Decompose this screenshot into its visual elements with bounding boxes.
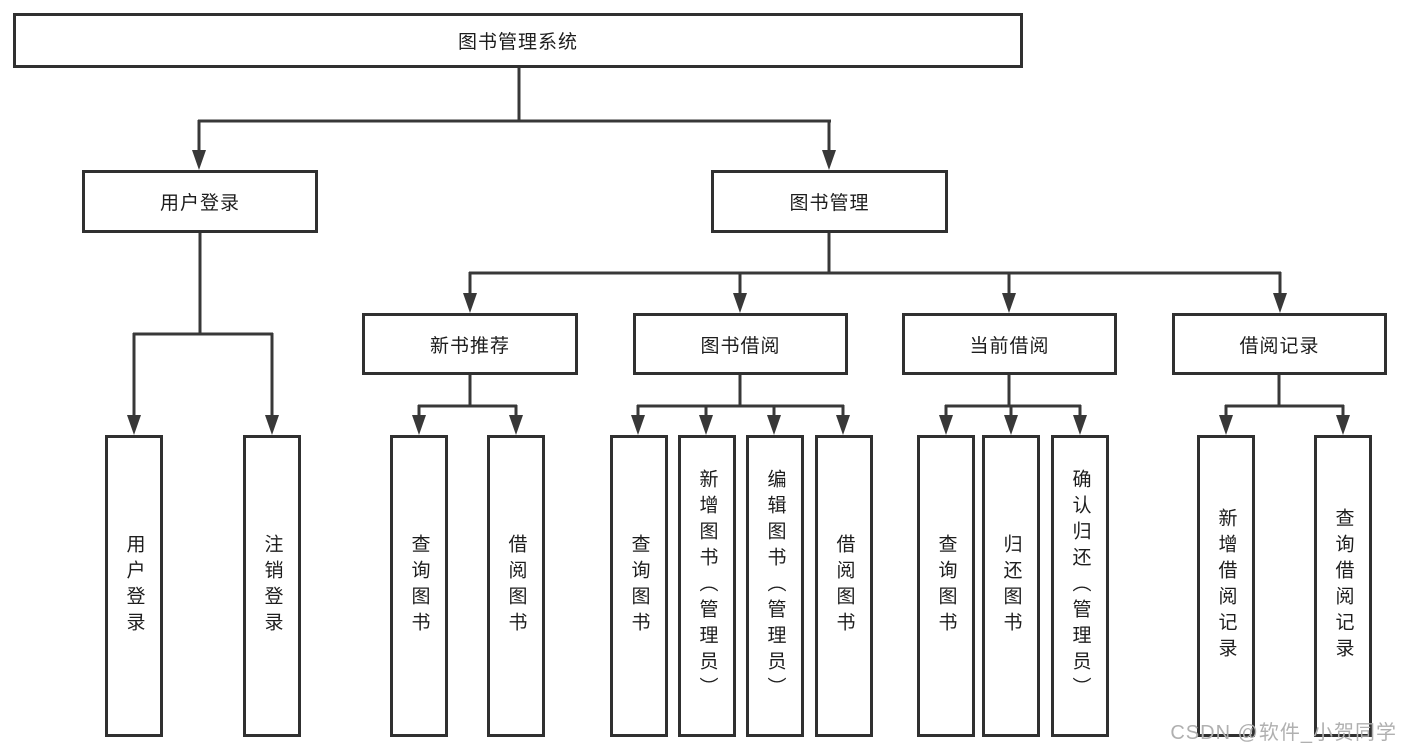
- leaf-user-login: 用户登录: [105, 435, 163, 737]
- leaf-borrow-books-1: 借阅图书: [487, 435, 545, 737]
- leaf-logout: 注销登录: [243, 435, 301, 737]
- leaf-confirm-return-admin-label: 确认归还（管理员）: [1069, 469, 1091, 703]
- leaf-query-books-2: 查询图书: [610, 435, 668, 737]
- leaf-query-books-3: 查询图书: [917, 435, 975, 737]
- leaf-borrow-books-2-label: 借阅图书: [833, 534, 855, 638]
- leaf-user-login-label: 用户登录: [123, 534, 145, 638]
- node-book-management: 图书管理: [711, 170, 948, 233]
- leaf-return-books-label: 归还图书: [1000, 534, 1022, 638]
- node-book-borrow-label: 图书借阅: [700, 335, 781, 357]
- leaf-add-borrow-record: 新增借阅记录: [1197, 435, 1255, 737]
- leaf-query-books-3-label: 查询图书: [935, 534, 957, 638]
- leaf-add-book-admin-label: 新增图书（管理员）: [696, 469, 718, 703]
- node-root-label: 图书管理系统: [457, 32, 578, 53]
- node-current-borrow-label: 当前借阅: [969, 335, 1050, 357]
- leaf-add-book-admin: 新增图书（管理员）: [678, 435, 736, 737]
- leaf-edit-book-admin-label: 编辑图书（管理员）: [764, 469, 786, 703]
- node-root: 图书管理系统: [13, 13, 1023, 68]
- node-book-management-label: 图书管理: [789, 193, 870, 214]
- leaf-logout-label: 注销登录: [261, 534, 283, 638]
- leaf-query-books-2-label: 查询图书: [628, 534, 650, 638]
- node-new-book-recommend: 新书推荐: [362, 313, 578, 375]
- leaf-edit-book-admin: 编辑图书（管理员）: [746, 435, 804, 737]
- leaf-query-books-1-label: 查询图书: [408, 534, 430, 638]
- node-book-borrow: 图书借阅: [633, 313, 848, 375]
- leaf-borrow-books-2: 借阅图书: [815, 435, 873, 737]
- leaf-confirm-return-admin: 确认归还（管理员）: [1051, 435, 1109, 737]
- leaf-query-books-1: 查询图书: [390, 435, 448, 737]
- csdn-watermark: CSDN @软件_小贺同学: [1170, 722, 1397, 744]
- leaf-return-books: 归还图书: [982, 435, 1040, 737]
- node-user-login: 用户登录: [82, 170, 318, 233]
- node-new-book-recommend-label: 新书推荐: [429, 335, 510, 357]
- node-borrow-records-label: 借阅记录: [1239, 335, 1320, 357]
- node-current-borrow: 当前借阅: [902, 313, 1117, 375]
- leaf-borrow-books-1-label: 借阅图书: [505, 534, 527, 638]
- leaf-query-borrow-record-label: 查询借阅记录: [1332, 508, 1354, 664]
- leaf-query-borrow-record: 查询借阅记录: [1314, 435, 1372, 737]
- node-borrow-records: 借阅记录: [1172, 313, 1387, 375]
- leaf-add-borrow-record-label: 新增借阅记录: [1215, 508, 1237, 664]
- node-user-login-label: 用户登录: [159, 193, 240, 214]
